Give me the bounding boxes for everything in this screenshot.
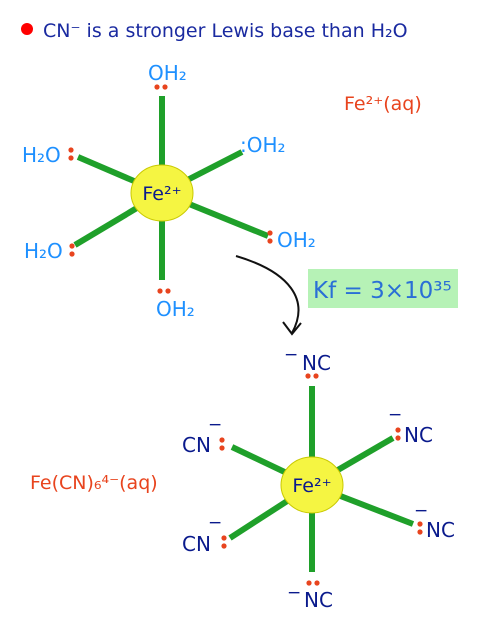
- lone-pair-dot: [221, 543, 227, 549]
- lone-pair-dot: [395, 435, 401, 441]
- ligand-bottom: NC: [304, 588, 333, 612]
- lone-pair-dot: [267, 230, 273, 236]
- ligand-lower-left: CN: [182, 532, 211, 556]
- lone-pair-dot: [165, 288, 171, 294]
- lone-pair-dot: [306, 580, 312, 586]
- bullet-icon: [21, 23, 33, 35]
- lone-pair-dot: [395, 427, 401, 433]
- charge-label: −: [388, 405, 402, 425]
- complex-cyano-label: Fe(CN)₆⁴⁻(aq): [30, 472, 158, 494]
- kf-highlight: [308, 269, 458, 308]
- ligand-right: NC: [426, 518, 455, 542]
- ligand-right: OH₂: [277, 228, 316, 252]
- lone-pair-dot: [157, 288, 163, 294]
- complex-cyano: Fe²⁺ − NC − NC − NC − NC − CN − CN Fe(CN…: [30, 345, 455, 612]
- complex-aqua: Fe²⁺ OH₂ :OH₂ OH₂ OH₂ H₂O H₂O Fe²⁺(aq): [22, 61, 422, 321]
- lone-pair-dot: [68, 147, 74, 153]
- charge-label: −: [287, 583, 301, 603]
- lone-pair-dot: [69, 251, 75, 257]
- ligand-top: OH₂: [148, 61, 187, 85]
- ligand-upper-right: :OH₂: [240, 133, 286, 157]
- metal-label: Fe²⁺: [142, 183, 181, 205]
- lone-pair-dot: [162, 84, 168, 90]
- kf-value: Kf = 3×10³⁵: [313, 278, 452, 304]
- charge-label: −: [414, 501, 428, 521]
- ligand-upper-left: CN: [182, 433, 211, 457]
- lone-pair-dot: [417, 521, 423, 527]
- lone-pair-dot: [154, 84, 160, 90]
- metal-center: [280, 456, 344, 514]
- ligand-top: NC: [302, 351, 331, 375]
- ligand-bottom: OH₂: [156, 297, 195, 321]
- header: CN⁻ is a stronger Lewis base than H₂O: [21, 20, 408, 42]
- reaction-arrow: [235, 255, 300, 334]
- lone-pair-dot: [68, 155, 74, 161]
- lone-pair-dot: [417, 529, 423, 535]
- charge-label: −: [284, 345, 298, 365]
- lone-pair-dot: [69, 243, 75, 249]
- metal-label: Fe²⁺: [292, 475, 331, 497]
- ligand-lower-left: H₂O: [24, 239, 63, 263]
- header-text: CN⁻ is a stronger Lewis base than H₂O: [43, 20, 408, 42]
- ligand-upper-right: NC: [404, 423, 433, 447]
- reaction: Kf = 3×10³⁵: [235, 255, 458, 336]
- lone-pair-dot: [305, 373, 311, 379]
- lone-pair-dot: [313, 373, 319, 379]
- lone-pair-dot: [221, 535, 227, 541]
- lone-pair-dot: [267, 238, 273, 244]
- lone-pair-dot: [219, 445, 225, 451]
- arrow-head-icon: [282, 321, 302, 336]
- metal-center: [130, 164, 194, 222]
- complex-aqua-label: Fe²⁺(aq): [344, 93, 422, 115]
- charge-label: −: [208, 513, 222, 533]
- lone-pair-dot: [314, 580, 320, 586]
- lone-pair-dot: [219, 437, 225, 443]
- ligand-upper-left: H₂O: [22, 143, 61, 167]
- charge-label: −: [208, 415, 222, 435]
